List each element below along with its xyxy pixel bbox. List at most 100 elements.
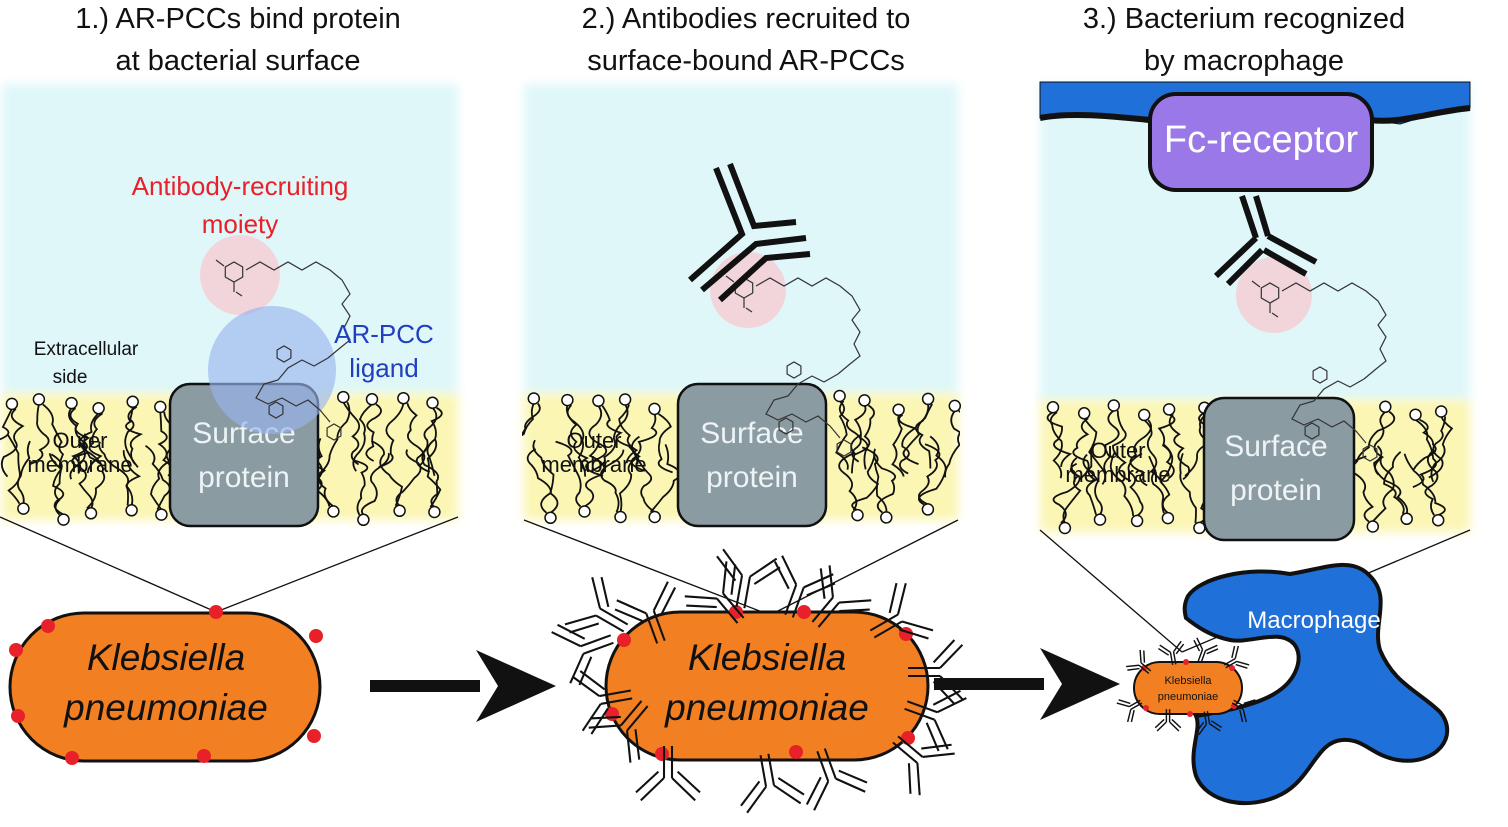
lipid-head <box>428 505 441 519</box>
lipid-tail <box>1109 450 1134 516</box>
lipid-tail <box>618 404 639 464</box>
panel-2-zoom-line-right <box>769 519 959 616</box>
lipid-tail <box>1373 445 1409 515</box>
lipid-tail <box>421 444 440 508</box>
panel-3-surface-protein <box>1202 396 1356 542</box>
lipid-tail <box>69 412 100 480</box>
lipid-head <box>397 391 410 405</box>
molecule-ring <box>276 345 292 363</box>
molecule-ring <box>1362 444 1378 462</box>
molecule-substituents <box>215 259 243 297</box>
molecule-linker <box>755 277 861 375</box>
binding-site-dot <box>655 747 669 761</box>
lipid-tail <box>365 403 382 462</box>
lipid-tail <box>0 408 13 441</box>
lipid-head <box>921 503 935 516</box>
binding-site-dot <box>11 709 25 723</box>
bound-antibody <box>805 748 868 811</box>
binding-site-dot <box>789 745 803 759</box>
lipid-head <box>1366 520 1380 533</box>
arrow-1 <box>370 650 556 722</box>
lipid-head <box>32 393 46 406</box>
bound-antibody <box>588 700 649 763</box>
lipid-tail <box>371 440 403 507</box>
panel-1-ar-pcc-molecule <box>215 259 351 441</box>
molecule-ring <box>778 417 794 435</box>
lipid-head <box>1137 408 1151 422</box>
lipid-head <box>17 502 30 515</box>
panel-1-lipid-tails <box>0 401 443 516</box>
lipid-tail <box>835 400 849 470</box>
panel-1-moiety-label-line1: Antibody-recruiting <box>132 171 349 201</box>
lipid-tail <box>1373 411 1386 476</box>
lipid-head <box>65 396 78 410</box>
panel-3-recruited-antibody <box>1213 195 1318 287</box>
panel-2-extracellular-region <box>524 84 958 396</box>
binding-site-dot <box>729 605 743 619</box>
lipid-head <box>57 513 70 526</box>
lipid-tail <box>1428 416 1447 479</box>
bound-antibody <box>1195 710 1222 736</box>
lipid-tail <box>395 449 422 507</box>
lipid-head <box>851 508 864 522</box>
panel-2-lipid-tails <box>522 400 960 514</box>
panel-1-moiety-label-line2: moiety <box>202 209 279 239</box>
lipid-head <box>155 508 168 521</box>
binding-site-dot <box>617 633 631 647</box>
lipid-tail <box>124 406 139 468</box>
panel-3-protein-line2: protein <box>1230 474 1322 507</box>
lipid-head <box>365 393 379 406</box>
panel-1-bacterium-line1: Klebsiella <box>87 637 245 678</box>
panel-3-title-line2: by macrophage <box>1144 45 1344 77</box>
lipid-head <box>1161 511 1175 525</box>
lipid-tail <box>360 452 390 516</box>
panel-1-ligand-halo <box>208 306 336 434</box>
binding-site-dot <box>1187 711 1193 717</box>
lipid-tail <box>1148 455 1165 514</box>
panel-2-membrane-label-line2: membrane <box>541 452 646 477</box>
lipid-tail <box>891 414 905 477</box>
bound-antibody <box>1126 649 1152 675</box>
panel-2-bound-antibodies <box>551 548 967 814</box>
bound-antibody <box>564 576 629 634</box>
lipid-head <box>892 403 905 417</box>
lipid-head <box>648 510 661 524</box>
panel-2-bacterium-line1: Klebsiella <box>688 637 846 678</box>
panel-1-extracellular-label-line1: Extracellular <box>34 339 139 360</box>
lipid-head <box>858 394 871 407</box>
molecule-ring <box>326 423 342 441</box>
lipid-tail <box>1052 457 1081 524</box>
lipid-head <box>426 396 439 410</box>
antibody-arm <box>1262 247 1308 277</box>
lipid-tail <box>555 440 582 508</box>
binding-site-dot <box>1183 659 1189 665</box>
antibody-arm <box>717 251 811 303</box>
lipid-head <box>357 513 370 527</box>
panel-3-bound-antibodies <box>1116 637 1258 736</box>
lipid-head <box>648 402 661 416</box>
panel-2-zoom-line-left <box>523 519 771 616</box>
lipid-tail <box>522 403 535 437</box>
lipid-head <box>592 394 605 408</box>
lipid-tail <box>526 448 559 514</box>
panel-3-macrophage-label: Macrophage <box>1247 607 1380 634</box>
lipid-head <box>561 393 574 407</box>
lipid-tail <box>657 413 673 474</box>
lipid-tail <box>1103 409 1120 475</box>
panel-3: 3.) Bacterium recognized by macrophage F… <box>1039 3 1471 806</box>
panel-3-moiety-halo <box>1236 257 1312 333</box>
lipid-tail <box>1049 411 1063 479</box>
lipid-tail <box>1127 452 1144 517</box>
lipid-head <box>1431 513 1445 527</box>
bound-antibody <box>635 745 701 802</box>
lipid-tail <box>851 404 875 474</box>
panel-3-fc-receptor-label: Fc-receptor <box>1164 119 1359 161</box>
lipid-head <box>1093 513 1107 526</box>
molecule-ring <box>268 401 284 419</box>
panel-1-membrane-label-line1: Outer <box>52 428 107 453</box>
antibody-stem <box>1239 195 1259 239</box>
lipid-tail <box>6 433 21 505</box>
binding-site-dot <box>1229 665 1235 671</box>
bound-antibody <box>1116 699 1143 723</box>
